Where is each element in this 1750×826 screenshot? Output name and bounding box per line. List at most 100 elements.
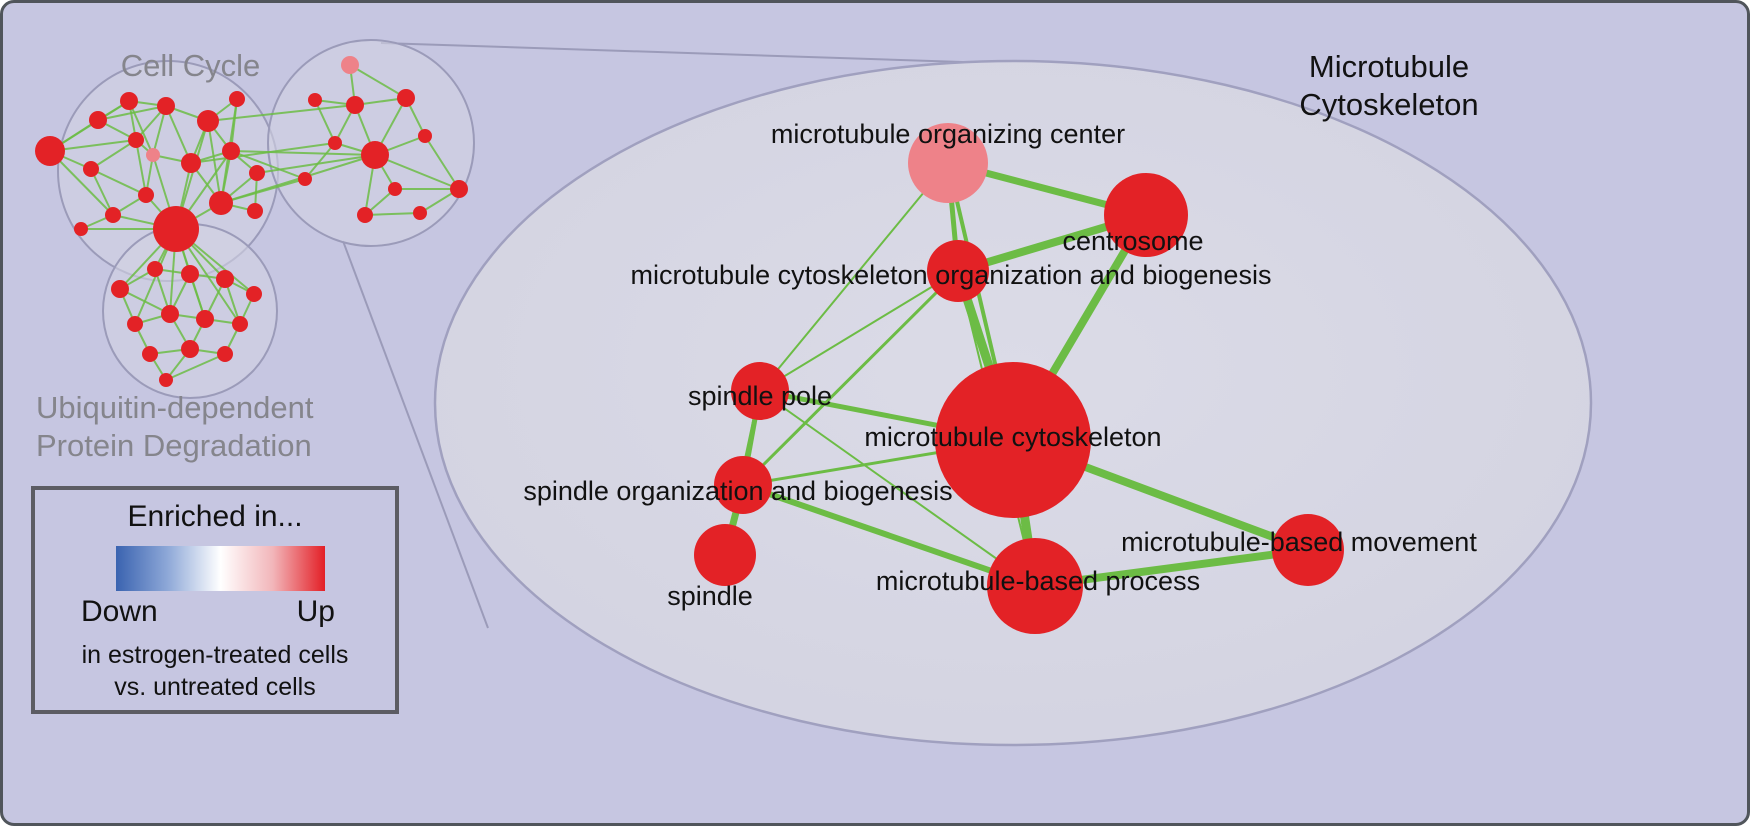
detail-edge bbox=[741, 269, 960, 487]
node-microtubule-organizing-center[interactable] bbox=[908, 123, 988, 203]
overview-node[interactable] bbox=[216, 270, 234, 288]
overview-node[interactable] bbox=[229, 91, 245, 107]
node-microtubule-based-process[interactable] bbox=[987, 538, 1083, 634]
overview-node[interactable] bbox=[247, 203, 263, 219]
detail-title-line2: Cytoskeleton bbox=[1299, 87, 1479, 122]
overview-node[interactable] bbox=[181, 153, 201, 173]
cluster-label-ubiquitin: Ubiquitin-dependent Protein Degradation bbox=[36, 389, 314, 465]
node-microtubule-cytoskeleton[interactable] bbox=[935, 362, 1091, 518]
overview-node[interactable] bbox=[328, 136, 342, 150]
overview-node[interactable] bbox=[246, 286, 262, 302]
overview-node[interactable] bbox=[249, 165, 265, 181]
overview-node[interactable] bbox=[197, 110, 219, 132]
overview-node[interactable] bbox=[298, 172, 312, 186]
detail-title-line1: Microtubule bbox=[1308, 49, 1470, 84]
overview-node[interactable] bbox=[157, 97, 175, 115]
detail-edge bbox=[759, 162, 949, 392]
overview-edge bbox=[90, 168, 147, 196]
overview-node[interactable] bbox=[127, 316, 143, 332]
overview-edge bbox=[165, 105, 192, 164]
overview-node[interactable] bbox=[308, 93, 322, 107]
overview-node[interactable] bbox=[142, 346, 158, 362]
node-label-spindle-pole: spindle pole bbox=[688, 381, 832, 411]
overview-edge bbox=[128, 100, 154, 156]
node-label-microtubule-organizing-center: microtubule organizing center bbox=[771, 119, 1125, 149]
detail-edge bbox=[759, 390, 1036, 587]
overview-node[interactable] bbox=[111, 280, 129, 298]
overview-node[interactable] bbox=[413, 206, 427, 220]
detail-edge bbox=[742, 482, 1036, 589]
overview-edge bbox=[304, 142, 336, 180]
node-microtubule-cytoskeleton-organization-and-biogenesis[interactable] bbox=[927, 240, 989, 302]
overview-node[interactable] bbox=[83, 161, 99, 177]
legend-caption-line1: in estrogen-treated cells bbox=[81, 641, 349, 669]
legend-gradient-bar bbox=[116, 546, 325, 591]
node-centrosome[interactable] bbox=[1104, 173, 1188, 257]
overview-edge bbox=[165, 353, 226, 381]
overview-node[interactable] bbox=[346, 96, 364, 114]
overview-node[interactable] bbox=[232, 316, 248, 332]
overview-edge bbox=[190, 142, 336, 164]
overview-node[interactable] bbox=[357, 207, 373, 223]
legend-title: Enriched in... bbox=[127, 500, 303, 533]
detail-title-microtubule-cytoskeleton: Microtubule Cytoskeleton bbox=[1233, 48, 1545, 124]
overview-node[interactable] bbox=[147, 261, 163, 277]
overview-node[interactable] bbox=[89, 111, 107, 129]
overview-node[interactable] bbox=[388, 182, 402, 196]
node-label-microtubule-cytoskeleton-organization-and-biogenesis: microtubule cytoskeleton organization an… bbox=[631, 260, 1272, 290]
overview-edge bbox=[230, 150, 376, 156]
legend-caption-line2: vs. untreated cells bbox=[114, 673, 316, 701]
network-scene: microtubule organizing center centrosome m… bbox=[35, 39, 1593, 747]
overview-edge bbox=[135, 139, 147, 196]
node-spindle[interactable] bbox=[694, 524, 756, 586]
overview-node[interactable] bbox=[105, 207, 121, 223]
overview-node[interactable] bbox=[146, 148, 160, 162]
overview-edge bbox=[207, 120, 222, 204]
node-spindle-pole[interactable] bbox=[731, 362, 789, 420]
overview-node[interactable] bbox=[196, 310, 214, 328]
legend: Enriched in... Down Up in estrogen-treat… bbox=[31, 486, 399, 714]
overview-node[interactable] bbox=[217, 346, 233, 362]
overview-node[interactable] bbox=[128, 132, 144, 148]
overview-node[interactable] bbox=[74, 222, 88, 236]
ubiquitin-label-line1: Ubiquitin-dependent bbox=[36, 390, 314, 425]
overview-node[interactable] bbox=[181, 265, 199, 283]
overview-edge bbox=[256, 154, 376, 174]
node-spindle-organization-and-biogenesis[interactable] bbox=[714, 456, 772, 514]
overview-edge bbox=[119, 288, 171, 315]
node-label-spindle: spindle bbox=[667, 581, 753, 611]
ubiquitin-label-line2: Protein Degradation bbox=[36, 428, 312, 463]
node-label-centrosome: centrosome bbox=[1062, 226, 1203, 256]
overview-node[interactable] bbox=[361, 141, 389, 169]
overview-edge bbox=[364, 212, 421, 216]
overview-edge bbox=[374, 154, 460, 190]
overview-node[interactable] bbox=[35, 136, 65, 166]
node-label-microtubule-based-process: microtubule-based process bbox=[876, 566, 1200, 596]
overview-edge bbox=[207, 104, 356, 122]
overview-edge bbox=[90, 139, 137, 170]
overview-node[interactable] bbox=[209, 191, 233, 215]
overview-node[interactable] bbox=[341, 56, 359, 74]
overview-node[interactable] bbox=[450, 180, 468, 198]
detail-edge bbox=[759, 270, 959, 392]
node-label-spindle-organization-and-biogenesis: spindle organization and biogenesis bbox=[523, 476, 952, 506]
cluster-label-cell-cycle: Cell Cycle bbox=[120, 48, 261, 83]
overview-node[interactable] bbox=[161, 305, 179, 323]
overview-node[interactable] bbox=[418, 129, 432, 143]
legend-scale: Down Up bbox=[35, 591, 395, 629]
overview-node[interactable] bbox=[397, 89, 415, 107]
zoom-connector-line bbox=[342, 240, 489, 629]
overview-node[interactable] bbox=[138, 187, 154, 203]
overview-node[interactable] bbox=[120, 92, 138, 110]
overview-edge bbox=[314, 99, 336, 144]
node-microtubule-based-movement[interactable] bbox=[1272, 514, 1344, 586]
legend-up-label: Up bbox=[296, 595, 335, 628]
overview-node[interactable] bbox=[222, 142, 240, 160]
overview-edge bbox=[349, 64, 407, 99]
node-label-microtubule-cytoskeleton: microtubule cytoskeleton bbox=[864, 422, 1161, 452]
overview-node[interactable] bbox=[153, 206, 199, 252]
legend-down-label: Down bbox=[81, 595, 158, 628]
overview-node[interactable] bbox=[159, 373, 173, 387]
overview-node[interactable] bbox=[181, 340, 199, 358]
